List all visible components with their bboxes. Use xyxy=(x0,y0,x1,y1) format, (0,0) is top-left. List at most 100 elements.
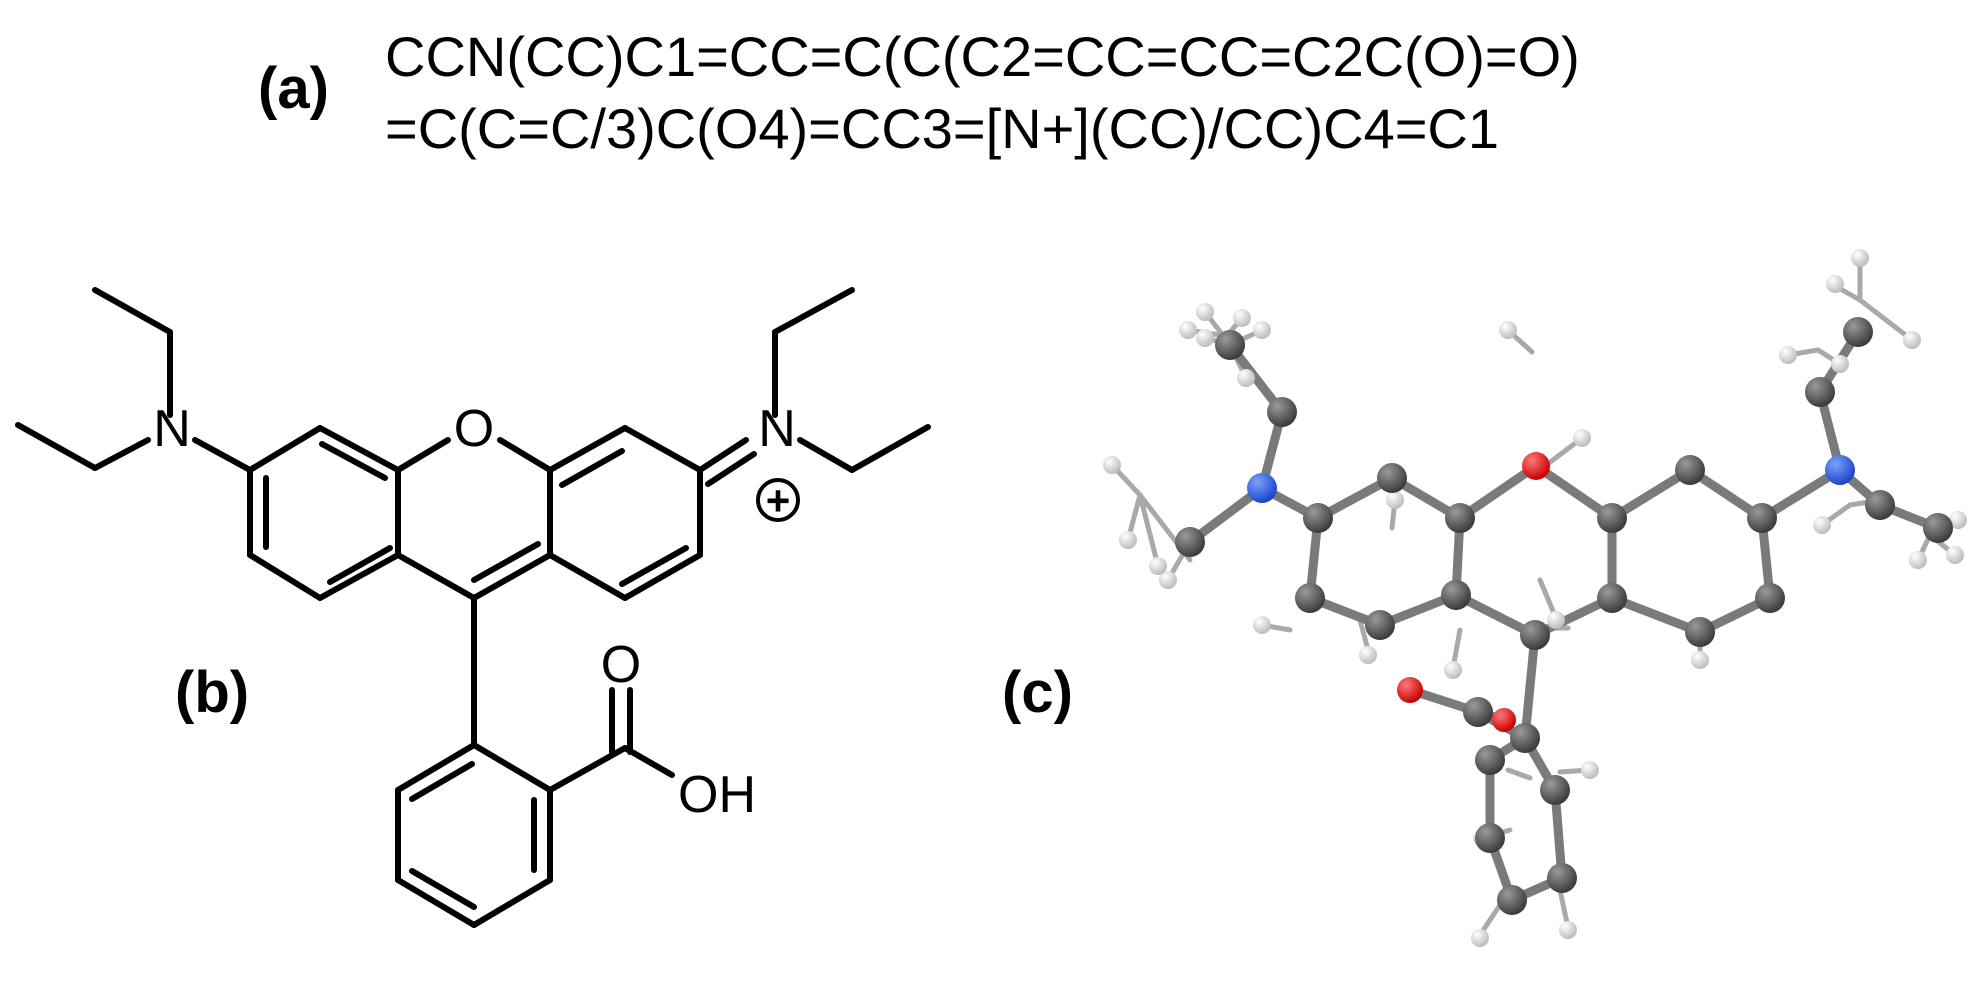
structure-2d-bonds xyxy=(15,287,931,928)
hydrogen-atom xyxy=(1196,303,1214,321)
bond-3d xyxy=(1607,465,1695,523)
bond-3d xyxy=(1357,617,1371,653)
bond xyxy=(395,742,477,793)
bond-3d xyxy=(1857,297,1915,343)
hydrogen-atom xyxy=(1103,456,1121,474)
panel-label-b: (b) xyxy=(175,660,249,725)
bond xyxy=(547,745,628,793)
hydrogen-atom xyxy=(1903,331,1921,349)
carbon-atom xyxy=(1267,397,1297,427)
bond-3d xyxy=(1531,461,1617,523)
oxygen-atom xyxy=(1397,677,1423,703)
hydrogen-atom xyxy=(1949,511,1967,529)
hydrogen-atom xyxy=(1547,611,1565,629)
bond xyxy=(92,287,173,335)
oxygen-atom xyxy=(1492,708,1516,732)
bond xyxy=(192,437,253,473)
carbon-atom xyxy=(1755,583,1785,613)
bond-3d xyxy=(1520,630,1540,743)
panel-label-c: (c) xyxy=(1002,660,1073,725)
carbon-atom xyxy=(1295,583,1325,613)
hydrogen-atom xyxy=(1559,921,1577,939)
carbon-atom xyxy=(1475,745,1505,775)
bond-3d xyxy=(1137,492,1161,569)
carbon-atom xyxy=(1675,455,1705,485)
panel-a: (a) CCN(CC)C1=CC=C(C(C2=CC=CC=C2C(O)=O) … xyxy=(258,25,1580,160)
hydrogen-atom xyxy=(1179,321,1197,339)
carbon-atom xyxy=(1747,503,1777,533)
hydrogen-atom xyxy=(1581,761,1599,779)
nitrogen-atom xyxy=(1825,455,1855,485)
bond xyxy=(622,552,703,601)
bond xyxy=(622,745,675,778)
hydrogen-atom xyxy=(1444,661,1462,679)
carbon-atom xyxy=(1923,513,1953,543)
carbon-atom xyxy=(1547,863,1577,893)
bond xyxy=(797,437,855,473)
carbon-atom xyxy=(1175,527,1205,557)
hydrogen-atom xyxy=(1359,646,1377,664)
bond xyxy=(395,877,477,928)
hydrogen-atom xyxy=(1233,309,1251,327)
bond xyxy=(497,437,553,473)
carbon-atom xyxy=(1445,503,1475,533)
bond xyxy=(849,424,931,473)
hydrogen-atom xyxy=(1946,546,1964,564)
bond xyxy=(319,441,388,481)
panel-c: (c) xyxy=(1002,249,1967,947)
atom-label-n-right: N xyxy=(758,400,796,458)
atom-label-o-carbonyl: O xyxy=(601,636,641,694)
hydrogen-atom xyxy=(1573,429,1591,447)
bond xyxy=(247,425,323,473)
hydrogen-atom xyxy=(1826,275,1844,293)
bond xyxy=(705,451,757,487)
atom-label-hydroxyl: OH xyxy=(678,766,756,824)
carbon-atom xyxy=(1843,317,1873,347)
hydrogen-atom xyxy=(1499,321,1517,339)
hydrogen-atom xyxy=(1159,571,1177,589)
hydrogen-atom xyxy=(1813,516,1831,534)
carbon-atom xyxy=(1497,885,1527,915)
oxygen-atom xyxy=(1522,452,1550,480)
bond xyxy=(15,422,98,471)
atom-label-o-ring: O xyxy=(454,400,494,458)
hydrogen-atom xyxy=(1253,321,1271,339)
bond-3d xyxy=(1505,767,1533,781)
carbon-atom xyxy=(1303,503,1333,533)
carbon-atom xyxy=(1365,610,1395,640)
hydrogen-atom xyxy=(1471,929,1489,947)
hydrogen-atom xyxy=(1909,551,1927,569)
bond xyxy=(327,545,393,585)
bond xyxy=(547,552,628,601)
bond-3d xyxy=(1607,593,1705,637)
hydrogen-atom xyxy=(1851,249,1869,267)
carbon-atom xyxy=(1520,620,1550,650)
model-3d-atoms xyxy=(1103,249,1967,947)
bond xyxy=(395,552,477,601)
hydrogen-atom xyxy=(1237,369,1255,387)
positive-charge: + xyxy=(756,477,800,524)
carbon-atom xyxy=(1865,490,1895,520)
bond xyxy=(471,742,553,793)
bond xyxy=(395,437,451,473)
carbon-atom xyxy=(1215,330,1245,360)
hydrogen-atom xyxy=(1119,531,1137,549)
model-3d-bonds xyxy=(1109,257,1961,938)
structure-2d-atoms: N O N + O OH xyxy=(153,400,800,824)
hydrogen-atom xyxy=(1149,557,1167,575)
nitrogen-atom xyxy=(1247,473,1277,503)
bond xyxy=(409,868,477,910)
carbon-atom xyxy=(1510,723,1540,753)
charge-label: + xyxy=(766,477,791,524)
smiles-line-2: =C(C=C/3)C(O4)=CC3=[N+](CC)/CC)C4=C1 xyxy=(385,97,1499,160)
bond xyxy=(317,552,401,601)
panel-label-a: (a) xyxy=(258,56,329,121)
carbon-atom xyxy=(1597,503,1627,533)
carbon-atom xyxy=(1597,583,1627,613)
hydrogen-atom xyxy=(1831,355,1849,373)
carbon-atom xyxy=(1805,377,1835,407)
carbon-atom xyxy=(1377,463,1407,493)
hydrogen-atom xyxy=(1196,329,1214,347)
atom-label-n-left: N xyxy=(153,400,191,458)
